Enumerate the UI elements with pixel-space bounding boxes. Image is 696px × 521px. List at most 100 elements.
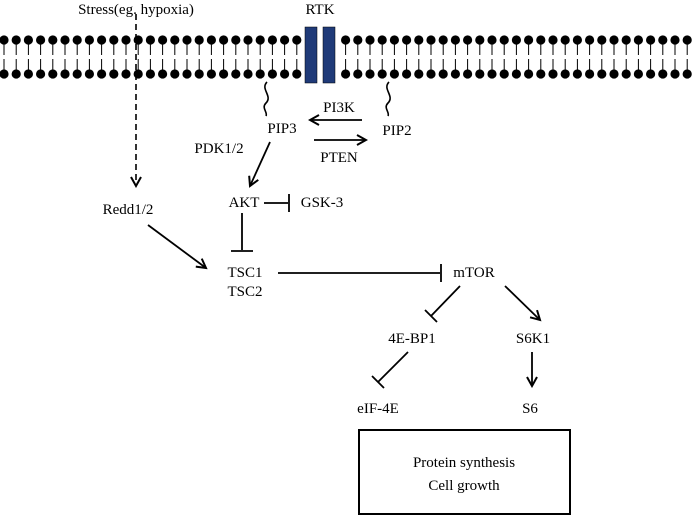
outcome-line-1: Protein synthesis bbox=[413, 455, 515, 471]
eif4e-bar bbox=[371, 375, 385, 389]
outcome-line-2: Cell growth bbox=[428, 478, 500, 494]
lipid-head-inner bbox=[133, 69, 143, 79]
lipid-head-outer bbox=[60, 35, 70, 45]
lipid-head-outer bbox=[280, 35, 290, 45]
lipid-head-inner bbox=[267, 69, 277, 79]
lipid-head-outer bbox=[670, 35, 680, 45]
lipid-head-inner bbox=[560, 69, 570, 79]
lipid-head-inner bbox=[402, 69, 412, 79]
lipid-head-inner bbox=[11, 69, 21, 79]
lipid-head-outer bbox=[621, 35, 631, 45]
lipid-head-outer bbox=[353, 35, 363, 45]
pdk-label: PDK1/2 bbox=[194, 141, 243, 157]
pi3k-label: PI3K bbox=[323, 100, 355, 116]
lipid-head-inner bbox=[438, 69, 448, 79]
lipid-head-inner bbox=[450, 69, 460, 79]
lipid-head-inner bbox=[121, 69, 131, 79]
lipid-head-outer bbox=[646, 35, 656, 45]
lipid-head-inner bbox=[72, 69, 82, 79]
lipid-head-outer bbox=[377, 35, 387, 45]
lipid-head-inner bbox=[60, 69, 70, 79]
mtor-inhibits-4ebp1 bbox=[430, 285, 461, 317]
lipid-head-inner bbox=[353, 69, 363, 79]
lipid-head-inner bbox=[389, 69, 399, 79]
lipid-head-outer bbox=[84, 35, 94, 45]
lipid-head-inner bbox=[23, 69, 33, 79]
lipid-head-outer bbox=[48, 35, 58, 45]
lipid-head-inner bbox=[145, 69, 155, 79]
lipid-head-outer bbox=[536, 35, 546, 45]
lipid-head-outer bbox=[414, 35, 424, 45]
lipid-head-outer bbox=[145, 35, 155, 45]
lipid-head-inner bbox=[646, 69, 656, 79]
lipid-head-inner bbox=[0, 69, 9, 79]
lipid-head-inner bbox=[548, 69, 558, 79]
lipid-head-outer bbox=[292, 35, 302, 45]
lipid-head-inner bbox=[84, 69, 94, 79]
lipid-head-inner bbox=[170, 69, 180, 79]
tsc2-label: TSC2 bbox=[227, 284, 262, 300]
lipid-head-outer bbox=[450, 35, 460, 45]
lipid-head-outer bbox=[267, 35, 277, 45]
lipid-head-inner bbox=[682, 69, 692, 79]
lipid-head-inner bbox=[463, 69, 473, 79]
lipid-head-outer bbox=[170, 35, 180, 45]
pip2-label: PIP2 bbox=[382, 123, 411, 139]
mtor-label: mTOR bbox=[453, 265, 494, 281]
akt-label: AKT bbox=[229, 195, 260, 211]
lipid-head-outer bbox=[11, 35, 21, 45]
lipid-head-outer bbox=[548, 35, 558, 45]
lipid-head-outer bbox=[438, 35, 448, 45]
lipid-head-inner bbox=[158, 69, 168, 79]
lipid-head-inner bbox=[377, 69, 387, 79]
lipid-head-outer bbox=[182, 35, 192, 45]
lipid-head-inner bbox=[499, 69, 509, 79]
lipid-head-outer bbox=[682, 35, 692, 45]
lipid-head-inner bbox=[219, 69, 229, 79]
lipid-head-inner bbox=[341, 69, 351, 79]
pip3-anchor bbox=[263, 81, 269, 117]
stress-label: Stress(eg. hypoxia) bbox=[78, 2, 194, 18]
lipid-head-inner bbox=[206, 69, 216, 79]
lipid-head-outer bbox=[109, 35, 119, 45]
tsc1-label: TSC1 bbox=[227, 265, 262, 281]
lipid-head-outer bbox=[463, 35, 473, 45]
outcome-box bbox=[358, 429, 571, 515]
lipid-head-inner bbox=[280, 69, 290, 79]
lipid-head-outer bbox=[158, 35, 168, 45]
lipid-head-inner bbox=[243, 69, 253, 79]
lipid-head-inner bbox=[487, 69, 497, 79]
lipid-head-outer bbox=[341, 35, 351, 45]
lipid-head-outer bbox=[219, 35, 229, 45]
lipid-head-outer bbox=[658, 35, 668, 45]
pip3-to-akt-arrow bbox=[250, 141, 271, 186]
lipid-head-inner bbox=[475, 69, 485, 79]
redd-to-tsc-arrow bbox=[147, 224, 206, 268]
lipid-head-outer bbox=[255, 35, 265, 45]
s6k1-label: S6K1 bbox=[516, 331, 550, 347]
lipid-head-outer bbox=[194, 35, 204, 45]
4ebp1-label: 4E-BP1 bbox=[388, 331, 436, 347]
lipid-head-inner bbox=[597, 69, 607, 79]
rtk-label: RTK bbox=[305, 2, 334, 18]
lipid-head-inner bbox=[511, 69, 521, 79]
lipid-head-outer bbox=[487, 35, 497, 45]
s6-label: S6 bbox=[522, 401, 538, 417]
lipid-head-outer bbox=[0, 35, 9, 45]
lipid-head-outer bbox=[572, 35, 583, 45]
cell-membrane bbox=[0, 35, 692, 79]
lipid-head-inner bbox=[658, 69, 668, 79]
mtor-to-s6k1-arrow bbox=[504, 285, 540, 320]
lipid-head-inner bbox=[414, 69, 424, 79]
lipid-head-outer bbox=[499, 35, 509, 45]
lipid-head-inner bbox=[670, 69, 680, 79]
pip3-label: PIP3 bbox=[267, 121, 296, 137]
lipid-head-outer bbox=[206, 35, 216, 45]
lipid-head-inner bbox=[292, 69, 302, 79]
lipid-head-outer bbox=[511, 35, 521, 45]
lipid-head-outer bbox=[633, 35, 644, 45]
lipid-head-inner bbox=[524, 69, 534, 79]
lipid-head-outer bbox=[389, 35, 399, 45]
lipid-head-inner bbox=[633, 69, 644, 79]
